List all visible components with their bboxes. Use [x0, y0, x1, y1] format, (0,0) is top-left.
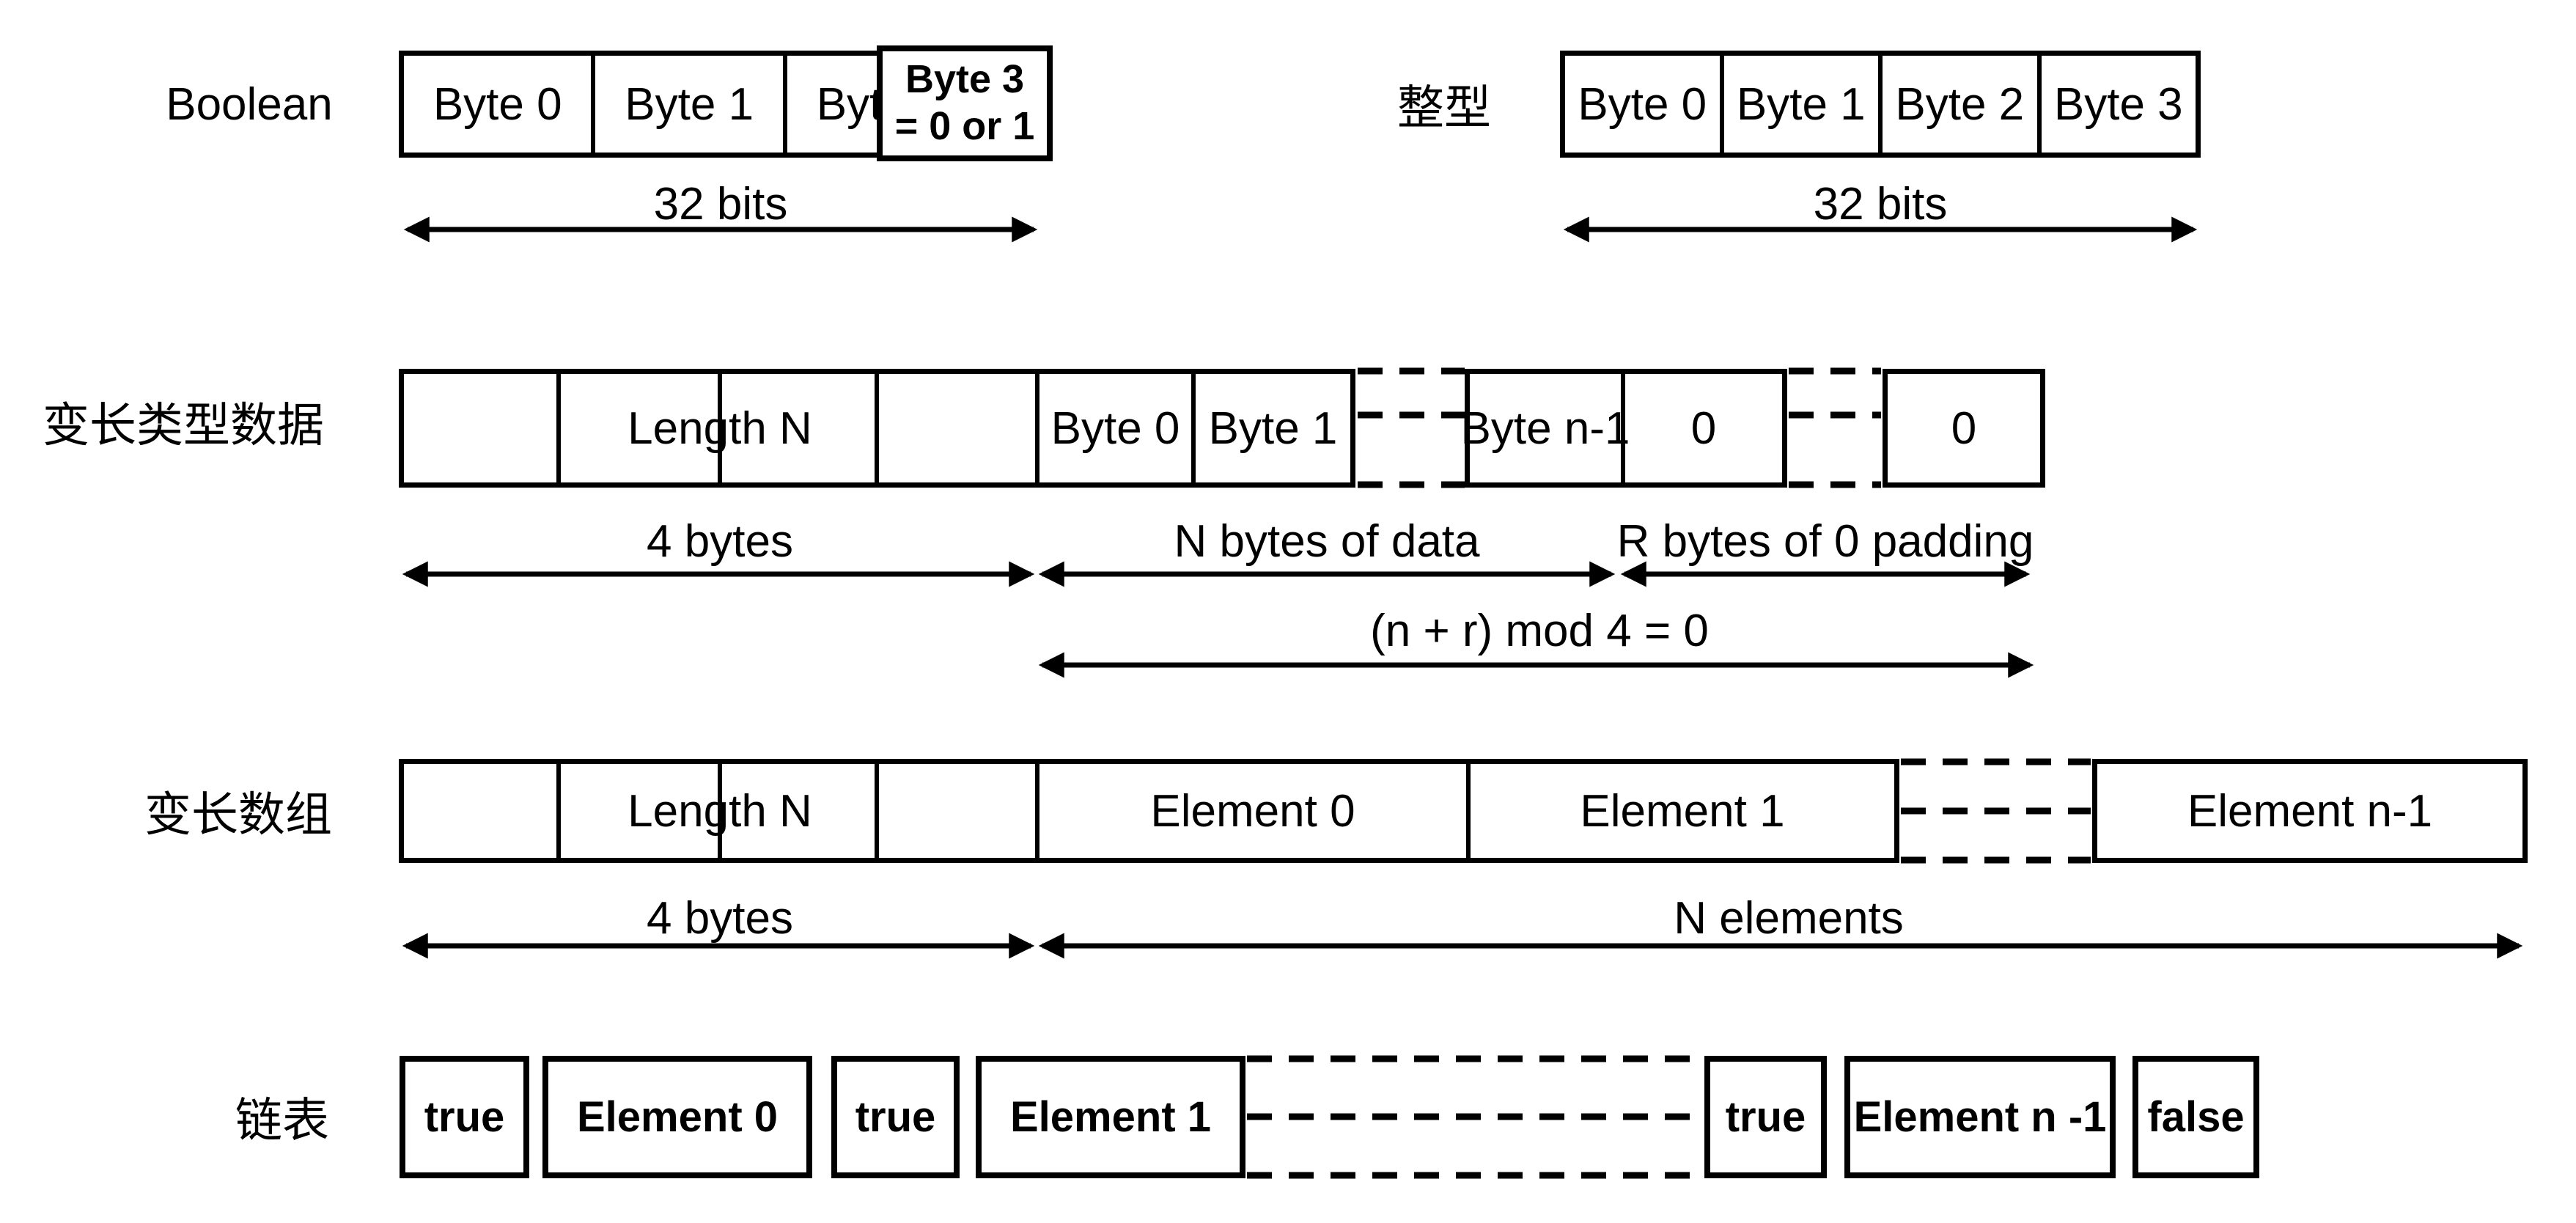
linked-list-cell-true-1: true — [400, 1056, 529, 1178]
var-data-header-cell-4 — [879, 374, 1039, 482]
linked-list-cell-true-2: true — [831, 1056, 960, 1178]
linked-list-cell-element-n1: Element n -1 — [1844, 1056, 2116, 1178]
var-data-cell-pad1: 0 — [1690, 403, 1717, 454]
boolean-cell-byte0: Byte 0 — [404, 56, 596, 153]
var-array-cell-element1: Element 1 — [1580, 785, 1785, 837]
integer-cell-byte1: Byte 1 — [1724, 56, 1883, 153]
boolean-cell-byte3: Byte 3 = 0 or 1 — [877, 45, 1053, 161]
boolean-byte3-line1: Byte 3 — [905, 57, 1025, 102]
linked-list-cell-true-3: true — [1704, 1056, 1827, 1178]
var-array-header-cell-3 — [722, 764, 879, 858]
var-data-alignment-label: (n + r) mod 4 = 0 — [1370, 605, 1709, 656]
var-array-cell-element0: Element 0 — [1039, 764, 1471, 858]
linked-list-cell-false: false — [2132, 1056, 2259, 1178]
var-data-cell-pad2: 0 — [1951, 403, 1977, 454]
var-data-data-size-label: N bytes of data — [1174, 515, 1480, 567]
var-data-pad-box: 0 — [1883, 369, 2045, 488]
var-data-padding-size-label: R bytes of 0 padding — [1616, 515, 2034, 567]
var-data-header-cell-3 — [722, 374, 879, 482]
row-label-linked-list: 链表 — [235, 1094, 329, 1147]
boolean-cell-byte1: Byte 1 — [595, 56, 787, 153]
integer-cell-byte3: Byte 3 — [2053, 78, 2183, 130]
boolean-byte3-line2: = 0 or 1 — [894, 104, 1035, 148]
var-array-length-label: Length N — [628, 785, 812, 837]
row-label-integer: 整型 — [1397, 81, 1491, 134]
row-label-boolean: Boolean — [166, 78, 333, 130]
var-array-tail-box: Element n-1 — [2092, 759, 2528, 863]
var-array-header-cell-4 — [879, 764, 1039, 858]
var-data-header-size-label: 4 bytes — [647, 515, 793, 567]
integer-byte-box: Byte 0 Byte 1 Byte 2 Byte 3 — [1560, 51, 2201, 158]
row-label-var-array: 变长数组 — [144, 788, 332, 841]
var-data-header-cell-1 — [404, 374, 561, 482]
var-array-cell-element-n1: Element n-1 — [2187, 785, 2433, 837]
linked-list-cell-element1: Element 1 — [976, 1056, 1245, 1178]
var-array-header-cell-2 — [561, 764, 722, 858]
var-data-length-label: Length N — [628, 403, 812, 454]
var-data-tail-box: Byte n-1 0 — [1461, 369, 1787, 488]
linked-list-cell-element0: Element 0 — [542, 1056, 812, 1178]
var-data-cell-byte0: Byte 0 — [1039, 374, 1196, 482]
var-array-main-box: Element 0 Element 1 — [399, 759, 1899, 863]
var-data-header-cell-2 — [561, 374, 722, 482]
integer-cell-byte2: Byte 2 — [1883, 56, 2042, 153]
var-data-cell-byte1: Byte 1 — [1208, 403, 1338, 454]
row-label-var-data: 变长类型数据 — [43, 399, 324, 452]
var-data-cell-byte-n1: Byte n-1 — [1461, 374, 1630, 482]
var-array-header-cell-1 — [404, 764, 561, 858]
integer-cell-byte0: Byte 0 — [1565, 56, 1724, 153]
var-data-header-box: Byte 0 Byte 1 — [399, 369, 1355, 488]
